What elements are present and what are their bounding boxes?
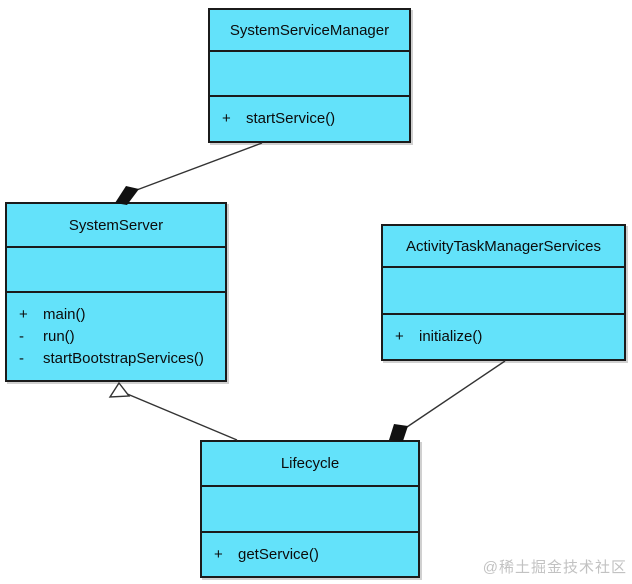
method-signature: run() — [43, 327, 75, 345]
method-signature: initialize() — [419, 328, 483, 345]
method-signature: startService() — [246, 110, 336, 127]
method-visibility: + — [214, 545, 223, 563]
method-row: + startService() — [210, 108, 409, 130]
method-signature: main() — [43, 305, 86, 323]
method-row: + initialize() — [383, 326, 624, 348]
method-signature: getService() — [238, 545, 319, 563]
method-visibility: - — [19, 327, 24, 345]
connector-ssm-to-ss — [133, 142, 263, 192]
class-attributes-compartment — [202, 487, 418, 533]
class-title: Lifecycle — [202, 442, 418, 487]
class-methods-compartment: + initialize() — [383, 315, 624, 359]
class-box-system-service-manager: SystemServiceManager + startService() — [208, 8, 411, 143]
method-visibility: - — [19, 349, 24, 367]
method-row: - startBootstrapServices() — [7, 348, 225, 370]
class-attributes-compartment — [383, 268, 624, 315]
class-box-system-server: SystemServer + main() - run() - startBoo… — [5, 202, 227, 382]
method-row: + getService() — [202, 544, 418, 566]
method-visibility: + — [19, 305, 28, 323]
method-visibility: + — [222, 110, 231, 127]
class-methods-compartment: + main() - run() - startBootstrapService… — [7, 293, 225, 380]
method-row: - run() — [7, 326, 225, 348]
class-title: ActivityTaskManagerServices — [383, 226, 624, 268]
method-visibility: + — [395, 328, 404, 345]
class-attributes-compartment — [7, 248, 225, 293]
class-title: SystemServiceManager — [210, 10, 409, 52]
class-attributes-compartment — [210, 52, 409, 97]
connector-atms-to-lc — [403, 360, 506, 430]
class-methods-compartment: + startService() — [210, 97, 409, 141]
class-title: SystemServer — [7, 204, 225, 248]
watermark: @稀土掘金技术社区 — [482, 559, 627, 576]
method-row: + main() — [7, 304, 225, 326]
class-methods-compartment: + getService() — [202, 533, 418, 576]
generalization-triangle-icon — [108, 381, 131, 398]
class-box-activity-task-manager-services: ActivityTaskManagerServices + initialize… — [381, 224, 626, 361]
method-signature: startBootstrapServices() — [43, 349, 204, 367]
class-box-lifecycle: Lifecycle + getService() — [200, 440, 420, 578]
composition-diamond-icon — [389, 424, 408, 441]
connector-lc-to-ss — [124, 392, 238, 441]
